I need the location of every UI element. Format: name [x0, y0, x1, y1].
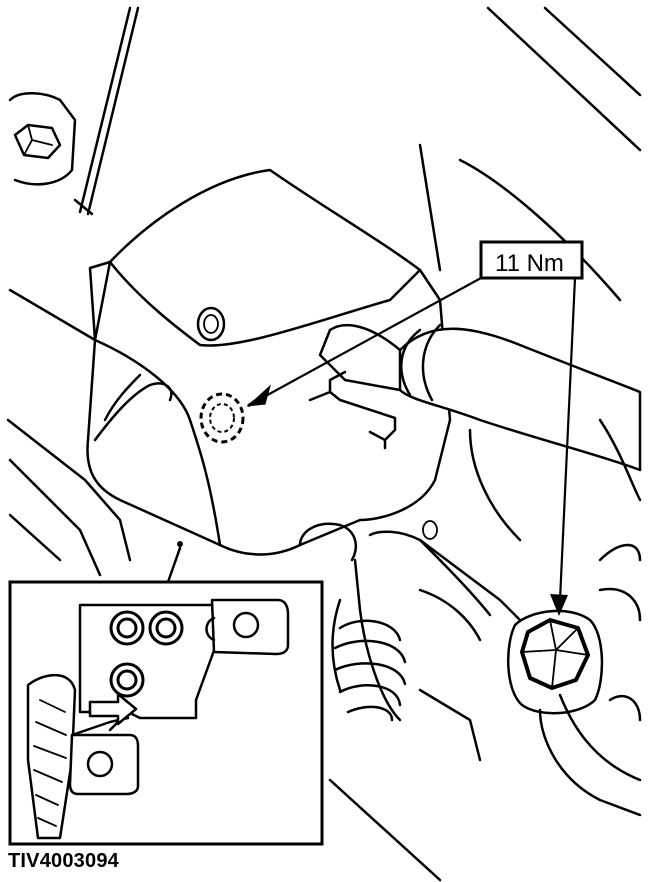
bracket-nut-3: [109, 662, 145, 698]
hex-bolt-lower-right: [506, 543, 642, 817]
torque-callout-box: [479, 240, 584, 280]
lower-mount: [298, 520, 542, 762]
inset-detail: [8, 580, 324, 846]
torque-callout: 11 Nm: [246, 240, 584, 616]
leader-arrow-to-bolt: [558, 277, 577, 601]
coil-spring: [333, 619, 407, 722]
inset-leader: [166, 541, 183, 584]
wiring-harness: [318, 323, 642, 542]
leader-arrow-to-housing: [261, 277, 482, 399]
background-frame-lines: [6, 6, 642, 882]
bracket-nut-1: [109, 610, 145, 646]
direction-arrow-icon: [88, 692, 138, 726]
torque-label: 11 Nm: [495, 250, 564, 277]
bracket-nut-2: [148, 610, 184, 646]
hex-bolt-upper-left: [8, 92, 77, 186]
figure-id: TIV4003094: [8, 850, 119, 872]
relay-housing: [86, 168, 452, 556]
